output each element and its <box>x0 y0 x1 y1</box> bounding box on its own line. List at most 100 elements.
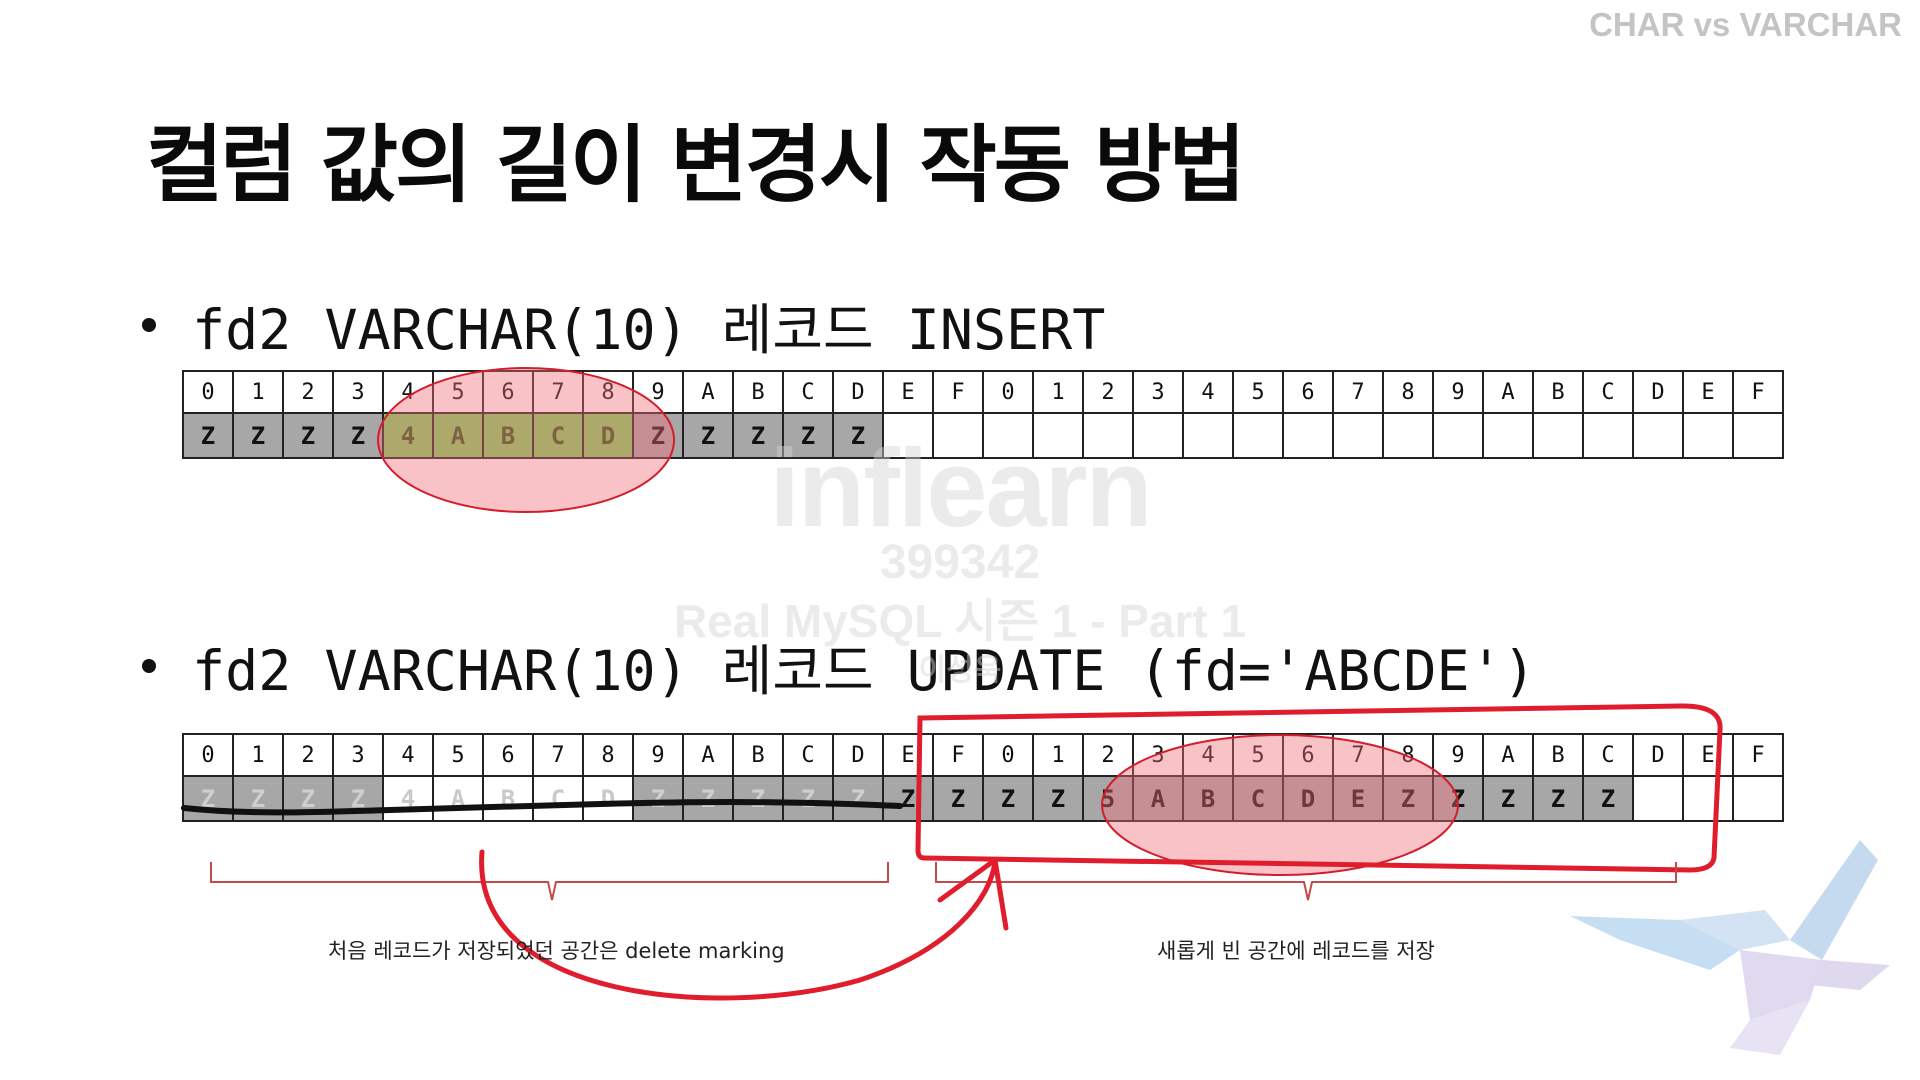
record-byte-cell: A <box>432 775 484 822</box>
offset-cell: 6 <box>1282 733 1334 777</box>
offset-cell: E <box>1682 733 1734 777</box>
offset-cell: C <box>782 370 834 414</box>
bullet-insert: fd2 VARCHAR(10) 레코드 INSERT <box>142 285 1105 365</box>
offset-cell: 8 <box>1382 733 1434 777</box>
offset-cell: E <box>882 370 934 414</box>
offset-cell: 4 <box>1182 370 1234 414</box>
record-byte-cell <box>1282 412 1334 459</box>
record-byte-cell: Z <box>982 775 1034 822</box>
offset-cell: 6 <box>482 370 534 414</box>
record-byte-cell <box>1182 412 1234 459</box>
offset-cell: 9 <box>632 733 684 777</box>
record-byte-cell <box>1382 412 1434 459</box>
offset-cell: 2 <box>1082 733 1134 777</box>
offset-cell: D <box>1632 370 1684 414</box>
record-byte-cell <box>1582 412 1634 459</box>
offset-cell: 4 <box>382 733 434 777</box>
offset-cell: C <box>782 733 834 777</box>
offset-cell: F <box>932 370 984 414</box>
offset-cell: 2 <box>282 370 334 414</box>
offset-cell: 7 <box>1332 370 1384 414</box>
record-byte-cell: C <box>1232 775 1284 822</box>
record-byte-cell: Z <box>882 775 934 822</box>
bullet-update-text: fd2 VARCHAR(10) 레코드 UPDATE (fd='ABCDE') <box>192 639 1536 703</box>
watermark-author: 이성욱 <box>918 654 1002 687</box>
offset-cell: B <box>1532 733 1584 777</box>
offset-cell: 7 <box>532 733 584 777</box>
record-byte-cell: 4 <box>382 775 434 822</box>
record-byte-cell: D <box>1282 775 1334 822</box>
offset-cell: 1 <box>232 733 284 777</box>
offset-cell: 2 <box>282 733 334 777</box>
watermark-course: Real MySQL 시즌 1 - Part 1 <box>673 595 1247 647</box>
offset-cell: A <box>682 370 734 414</box>
slide-title: 컬럼 값의 길이 변경시 작동 방법 <box>146 116 1246 214</box>
record-byte-cell <box>1432 412 1484 459</box>
offset-cell: F <box>932 733 984 777</box>
offset-cell: 8 <box>582 370 634 414</box>
offset-cell: 2 <box>1082 370 1134 414</box>
offset-cell: A <box>1482 733 1534 777</box>
offset-cell: 5 <box>1232 370 1284 414</box>
record-byte-cell <box>1532 412 1584 459</box>
offset-cell: 5 <box>432 733 484 777</box>
offset-cell: A <box>1482 370 1534 414</box>
offset-cell: 5 <box>1232 733 1284 777</box>
offset-cell: C <box>1582 733 1634 777</box>
bullet-insert-text: fd2 VARCHAR(10) 레코드 INSERT <box>192 298 1106 362</box>
offset-cell: D <box>832 733 884 777</box>
record-byte-cell: Z <box>1432 775 1484 822</box>
offset-cell: 0 <box>182 370 234 414</box>
offset-cell: B <box>732 370 784 414</box>
offset-cell: D <box>1632 733 1684 777</box>
watermark-id: 399342 <box>879 536 1041 589</box>
record-byte-cell: Z <box>332 412 384 459</box>
record-byte-cell: Z <box>832 775 884 822</box>
offset-cell: 6 <box>1282 370 1334 414</box>
record-byte-cell: B <box>1182 775 1234 822</box>
offset-cell: C <box>1582 370 1634 414</box>
offset-cell: 7 <box>532 370 584 414</box>
offset-cell: 0 <box>182 733 234 777</box>
record-byte-cell <box>982 412 1034 459</box>
record-byte-cell: Z <box>682 775 734 822</box>
record-byte-cell: C <box>532 775 584 822</box>
offset-cell: F <box>1732 370 1784 414</box>
offset-cell: 7 <box>1332 733 1384 777</box>
record-byte-cell: Z <box>1382 775 1434 822</box>
offset-cell: 1 <box>232 370 284 414</box>
record-byte-cell <box>1482 412 1534 459</box>
offset-cell: 1 <box>1032 370 1084 414</box>
record-byte-cell: Z <box>732 412 784 459</box>
offset-cell: 3 <box>332 370 384 414</box>
record-byte-cell: Z <box>682 412 734 459</box>
record-byte-cell: Z <box>1532 775 1584 822</box>
bullet-dot <box>142 659 156 673</box>
offset-cell: 8 <box>1382 370 1434 414</box>
offset-cell: 9 <box>1432 370 1484 414</box>
record-byte-cell: Z <box>1582 775 1634 822</box>
record-byte-cell: D <box>582 775 634 822</box>
offset-cell: 3 <box>332 733 384 777</box>
offset-cell: 4 <box>1182 733 1234 777</box>
record-byte-cell <box>1732 775 1784 822</box>
offset-cell: 4 <box>382 370 434 414</box>
record-byte-cell: Z <box>182 775 234 822</box>
record-byte-cell: Z <box>282 775 334 822</box>
slide-corner-label: CHAR vs VARCHAR <box>1589 6 1902 43</box>
offset-cell: B <box>1532 370 1584 414</box>
record-byte-cell <box>1682 775 1734 822</box>
offset-cell: 1 <box>1032 733 1084 777</box>
record-byte-cell: B <box>482 775 534 822</box>
record-byte-cell: Z <box>782 775 834 822</box>
record-byte-cell: Z <box>332 775 384 822</box>
left-brace <box>210 862 889 901</box>
eagle-logo-icon <box>1570 840 1890 1055</box>
record-byte-cell: Z <box>632 775 684 822</box>
record-byte-cell: E <box>1332 775 1384 822</box>
offset-cell: E <box>1682 370 1734 414</box>
watermark-logo: inflearn <box>769 427 1152 550</box>
